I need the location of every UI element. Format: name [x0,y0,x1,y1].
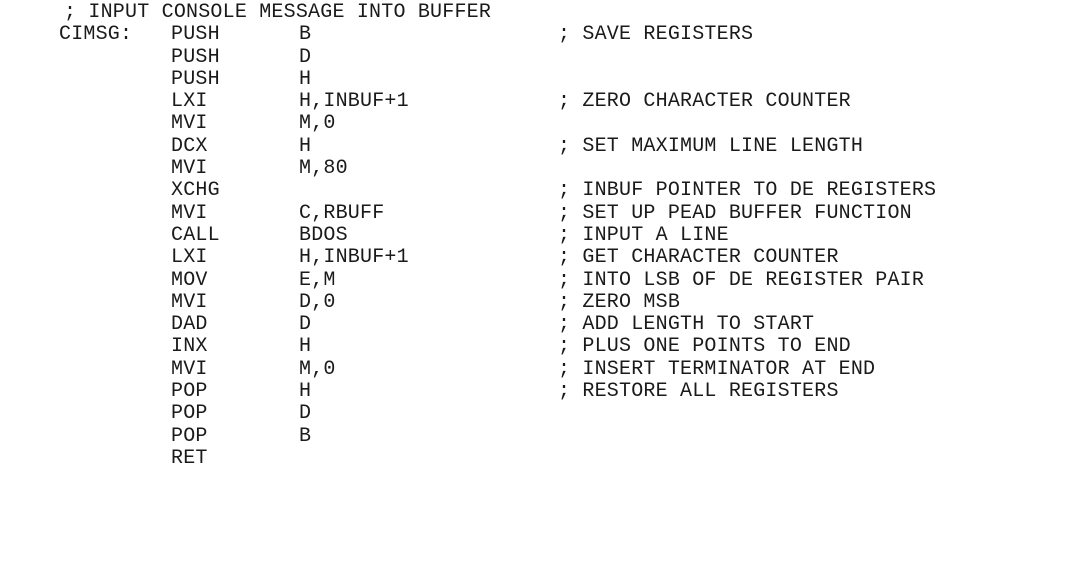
code-opcode: POP [171,380,208,404]
code-comment: ; INPUT A LINE [558,223,729,247]
code-operand: C,RBUFF [299,201,385,225]
code-opcode: POP [171,402,208,426]
code-opcode: LXI [171,90,208,114]
code-comment: ; SAVE REGISTERS [558,23,754,47]
code-operand: M,0 [299,112,336,136]
code-operand: M,0 [299,357,336,381]
code-line: PUSH D [44,45,491,69]
code-comment: ; ZERO CHARACTER COUNTER [558,90,851,114]
code-comment: ; SET UP PEAD BUFFER FUNCTION [558,201,912,225]
code-line: RET [44,446,491,470]
code-opcode: LXI [171,246,208,270]
code-comment: ; RESTORE ALL REGISTERS [558,380,839,404]
code-line: MVI M,0 ; INSERT TERMINATOR AT END [44,357,875,381]
code-comment: ; INBUF POINTER TO DE REGISTERS [558,179,937,203]
code-line: CALL BDOS ; INPUT A LINE [44,223,729,247]
code-opcode: MVI [171,112,208,136]
listing-header-comment: ; INPUT CONSOLE MESSAGE INTO BUFFER [64,1,492,24]
code-comment: ; INSERT TERMINATOR AT END [558,357,876,381]
assembly-listing: ; INPUT CONSOLE MESSAGE INTO BUFFER CIMS… [44,1,936,470]
code-operand: D,0 [299,290,336,314]
code-opcode: PUSH [171,45,220,69]
code-operand: D [299,45,312,69]
code-operand: E,M [299,268,336,292]
code-line: LXI H,INBUF+1 ; ZERO CHARACTER COUNTER [44,90,851,114]
code-opcode: PUSH [171,23,220,47]
code-opcode: RET [171,446,208,470]
code-line: DCX H ; SET MAXIMUM LINE LENGTH [44,134,863,158]
code-line: PUSH H [44,67,491,91]
code-line: LXI H,INBUF+1 ; GET CHARACTER COUNTER [44,246,838,270]
code-line: POP H ; RESTORE ALL REGISTERS [44,380,838,404]
code-opcode: INX [171,335,208,359]
code-operand: H,INBUF+1 [299,246,409,270]
code-operand: H [299,134,312,158]
code-comment: ; SET MAXIMUM LINE LENGTH [558,134,864,158]
code-comment: ; ADD LENGTH TO START [558,313,815,337]
code-line: MVI M,0 [44,112,491,136]
code-operand: D [299,313,312,337]
code-operand: H,INBUF+1 [299,90,409,114]
code-operand: D [299,402,312,426]
code-opcode: MVI [171,157,208,181]
code-operand: M,80 [299,157,348,181]
code-opcode: XCHG [171,179,220,203]
code-opcode: POP [171,424,208,448]
code-comment: ; GET CHARACTER COUNTER [558,246,839,270]
code-comment: ; ZERO MSB [558,290,681,314]
code-opcode: CALL [171,223,220,247]
code-line: MVI M,80 [44,157,491,181]
code-line: INX H ; PLUS ONE POINTS TO END [44,335,851,359]
code-operand: H [299,380,312,404]
code-line: XCHG ; INBUF POINTER TO DE REGISTERS [44,179,936,203]
code-line: MOV E,M ; INTO LSB OF DE REGISTER PAIR [44,268,924,292]
code-opcode: MVI [171,201,208,225]
code-comment: ; PLUS ONE POINTS TO END [558,335,851,359]
code-operand: B [299,424,312,448]
code-line: POP B [44,424,491,448]
code-operand: BDOS [299,223,348,247]
code-opcode: MVI [171,290,208,314]
code-opcode: MOV [171,268,208,292]
code-operand: H [299,335,312,359]
code-line: CIMSG: PUSH B ; SAVE REGISTERS [44,23,753,47]
code-opcode: PUSH [171,67,220,91]
code-operand: H [299,67,312,91]
code-opcode: DCX [171,134,208,158]
code-line: MVI C,RBUFF ; SET UP PEAD BUFFER FUNCTIO… [44,201,912,225]
code-opcode: MVI [171,357,208,381]
code-comment: ; INTO LSB OF DE REGISTER PAIR [558,268,925,292]
code-line: POP D [44,402,491,426]
code-label: CIMSG: [59,23,133,47]
code-operand: B [299,23,312,47]
code-line: DAD D ; ADD LENGTH TO START [44,313,814,337]
code-opcode: DAD [171,313,208,337]
code-line: MVI D,0 ; ZERO MSB [44,290,680,314]
